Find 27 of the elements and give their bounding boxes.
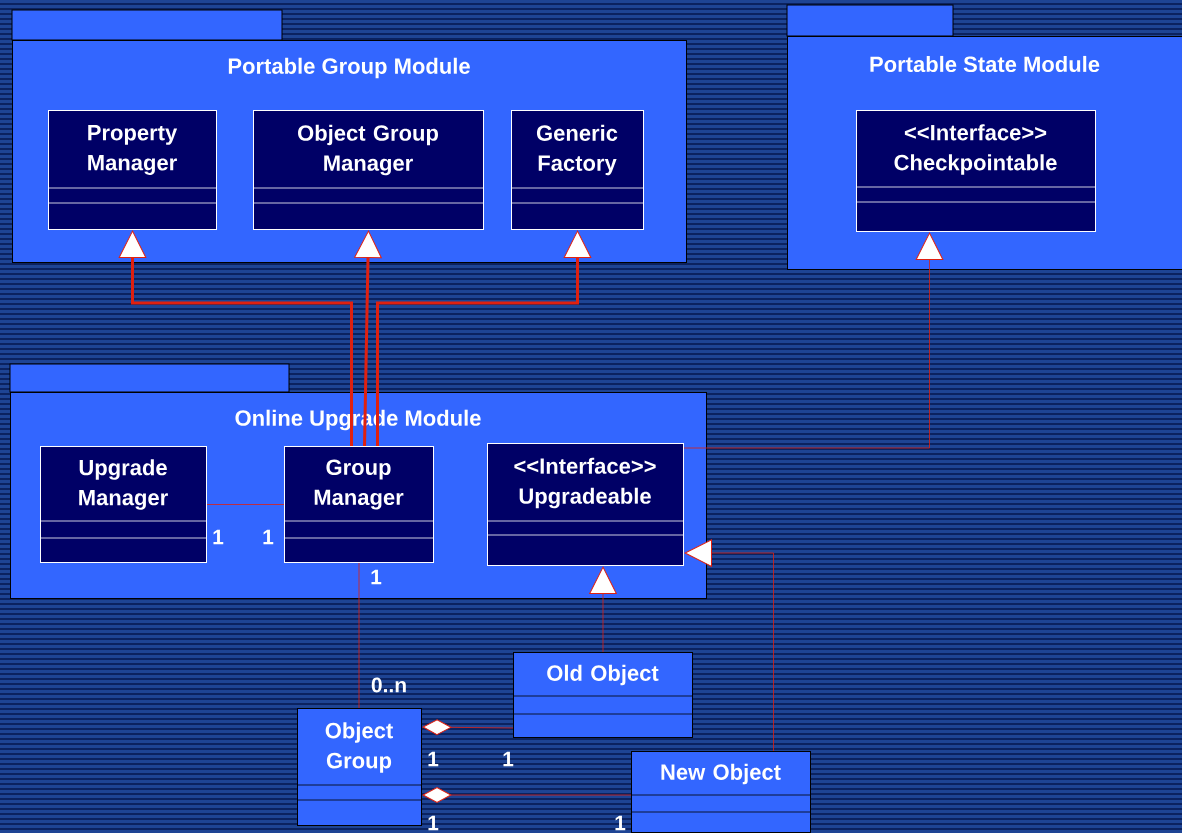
class-box: Object Group Manager (252, 110, 484, 230)
inheritance-arrow (118, 230, 353, 446)
multiplicity-label: 1 (428, 815, 439, 831)
inheritance-arrow (376, 230, 592, 446)
class-box: Upgrade Manager (39, 446, 207, 563)
multiplicity-label: 1 (263, 529, 274, 545)
inheritance-arrow (683, 232, 944, 449)
multiplicity-label: 1 (503, 751, 514, 767)
class-box: Generic Factory (510, 110, 644, 230)
multiplicity-label: 1 (213, 529, 224, 545)
multiplicity-label: 0..n (371, 677, 406, 693)
association-line (206, 504, 285, 505)
inheritance-arrow (589, 566, 617, 653)
class-box: Old Object (512, 652, 693, 738)
inheritance-arrow (684, 539, 774, 752)
inheritance-arrow (354, 230, 382, 447)
class-box: <<Interface>> Upgradeable (486, 443, 684, 566)
multiplicity-label: 1 (371, 569, 382, 585)
class-box: Object Group (296, 708, 422, 826)
class-box: Property Manager (47, 110, 217, 230)
aggregation-line (422, 787, 632, 803)
association-line (358, 562, 360, 709)
class-box: <<Interface>> Checkpointable (855, 110, 1096, 232)
class-box: Group Manager (283, 446, 434, 563)
multiplicity-label: 1 (615, 815, 626, 831)
aggregation-line (422, 719, 514, 736)
class-box: New Object (630, 751, 811, 833)
